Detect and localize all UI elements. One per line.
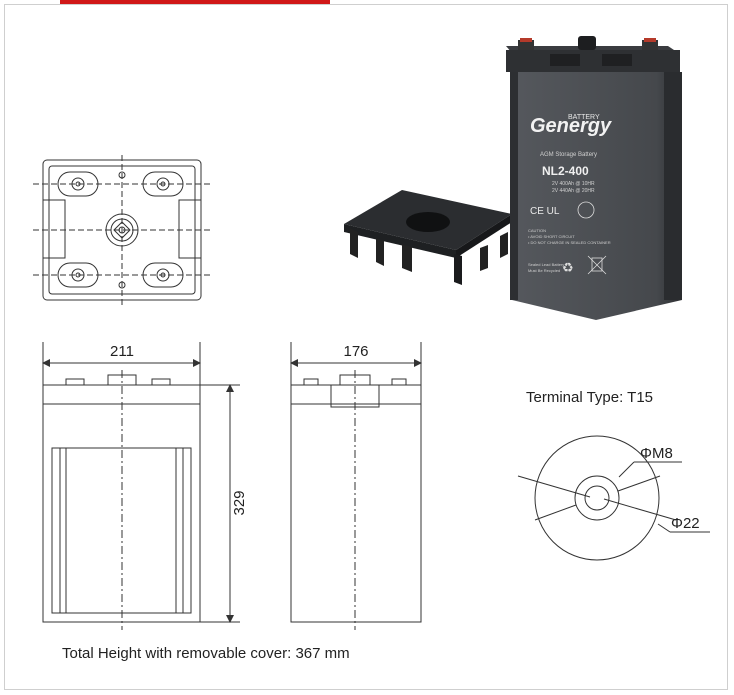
terminal-type-label: Terminal Type: T15 [526,389,653,406]
side-view [290,342,422,630]
drawing-frame [4,4,728,690]
battery-spec-2: 2V 440Ah @ 20HR [552,188,595,194]
bin-crossed-icon [587,255,607,275]
recycle-icon: ♻ [562,260,574,275]
battery-brand-tag: BATTERY [568,114,600,121]
terminal-pad-icon [142,171,184,197]
battery-model-text: NL2-400 [542,164,589,178]
battery-brand-logo: Genergy [530,115,612,137]
terminal-detail [517,435,710,561]
width-dimension-label: 211 [110,343,134,360]
battery-type-text: AGM Storage Battery [540,152,597,158]
total-height-note: Total Height with removable cover: 367 m… [62,645,350,662]
front-view [42,342,240,630]
terminal-pad-icon [57,171,99,197]
header-accent-bar [60,0,330,4]
height-dimension-label: 329 [231,490,248,515]
svg-text:♻: ♻ [562,260,574,275]
battery-footer-2: Must Be Recycled [528,268,560,273]
battery-image [506,36,682,320]
battery-spec-1: 2V 400Ah @ 10HR [552,181,595,187]
battery-footer-1: Sealed Lead Battery [528,262,564,267]
inner-diameter-label: ΦM8 [640,445,673,462]
top-view [33,155,210,305]
removable-cover-image [344,190,512,285]
outer-diameter-label: Φ22 [671,515,700,532]
recycle-seal-icon [577,201,595,219]
terminal-pad-icon [57,262,99,288]
battery-warning-1: CAUTION [528,228,546,233]
battery-warning-2: • AVOID SHORT CIRCUIT [528,234,575,239]
battery-cert-marks: CE UL [530,206,560,217]
terminal-pad-icon [142,262,184,288]
depth-dimension-label: 176 [343,343,368,360]
battery-warning-3: • DO NOT CHARGE IN SEALED CONTAINER [528,240,611,245]
